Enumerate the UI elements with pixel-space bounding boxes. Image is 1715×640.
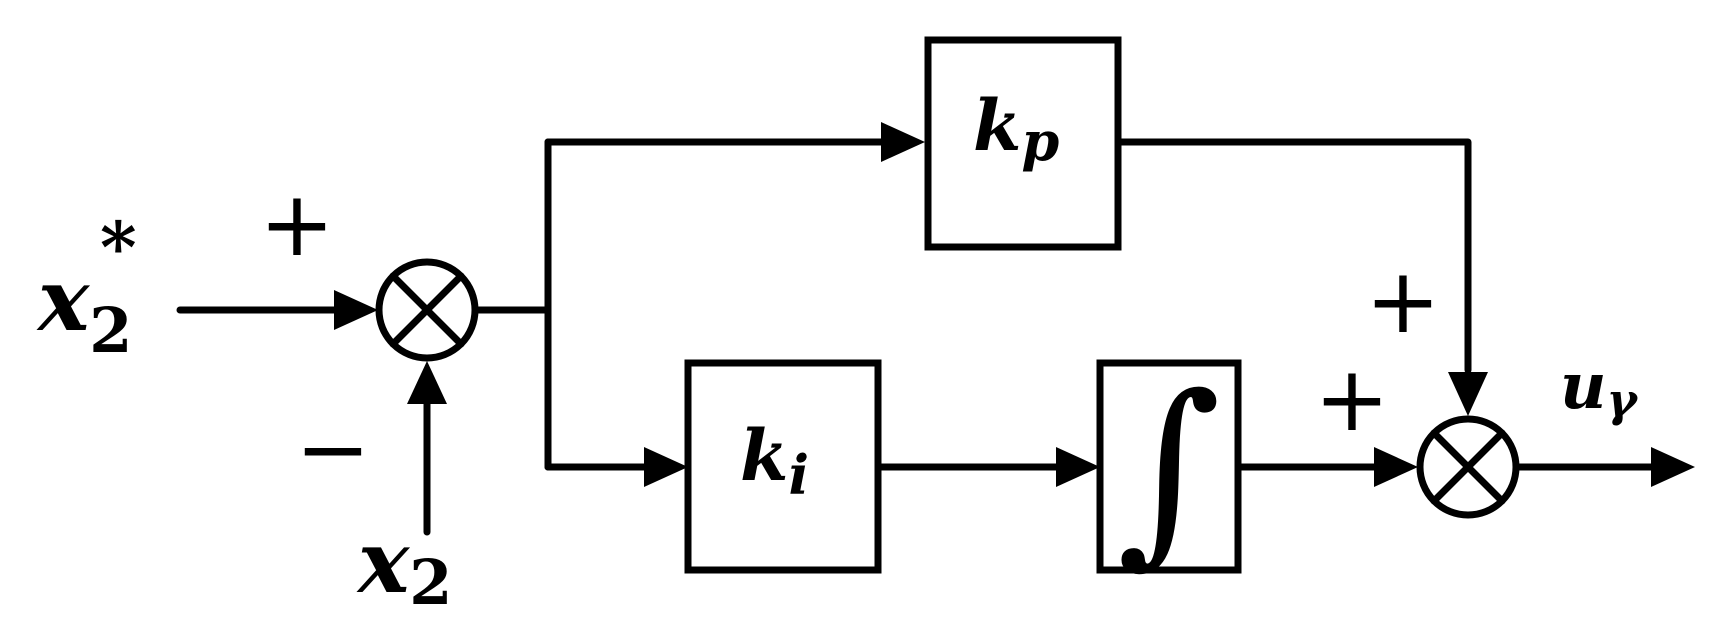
output-label: uγ [1560,349,1640,427]
feedback-arrowhead [407,361,447,404]
error-minus-sign: − [295,397,370,502]
proportional-gain-label: kp [973,84,1060,173]
integral-gain-block [684,359,882,574]
output-base: u [1560,349,1607,424]
output-plus-left-sign: + [1314,347,1389,452]
reference-input-label: x2 * [36,206,137,367]
reference-arrowhead [334,290,378,330]
integrator-output-arrowhead [1374,447,1418,487]
feedback-base: x [356,512,411,613]
proportional-output-arrowhead [1448,372,1488,416]
output-arrowhead [1651,447,1695,487]
proportional-gain-block [924,36,1122,251]
kp-subscript: p [1022,109,1060,173]
output-subscript: γ [1607,373,1640,427]
proportional-arrowhead [881,122,925,162]
ki-subscript: i [789,443,810,507]
feedback-input-label: x2 [356,512,452,619]
kp-base: k [973,84,1022,167]
reference-base: x [36,250,91,351]
svg-text:x2: x2 [36,250,132,367]
error-summing-junction [375,258,479,362]
integral-branch-arrowhead [644,447,688,487]
feedback-subscript: 2 [409,546,452,619]
integrator-block [1096,359,1242,574]
output-plus-top-sign: + [1365,249,1440,354]
proportional-output-line [1114,138,1472,374]
reference-subscript: 2 [89,294,132,367]
output-summing-junction [1416,415,1520,519]
integral-sign: ∫ [1117,353,1221,586]
reference-superscript: * [100,206,137,289]
integral-gain-label: ki [740,414,809,507]
ki-base: k [740,414,789,497]
error-plus-sign: + [259,172,334,277]
ki-output-arrowhead [1056,447,1100,487]
